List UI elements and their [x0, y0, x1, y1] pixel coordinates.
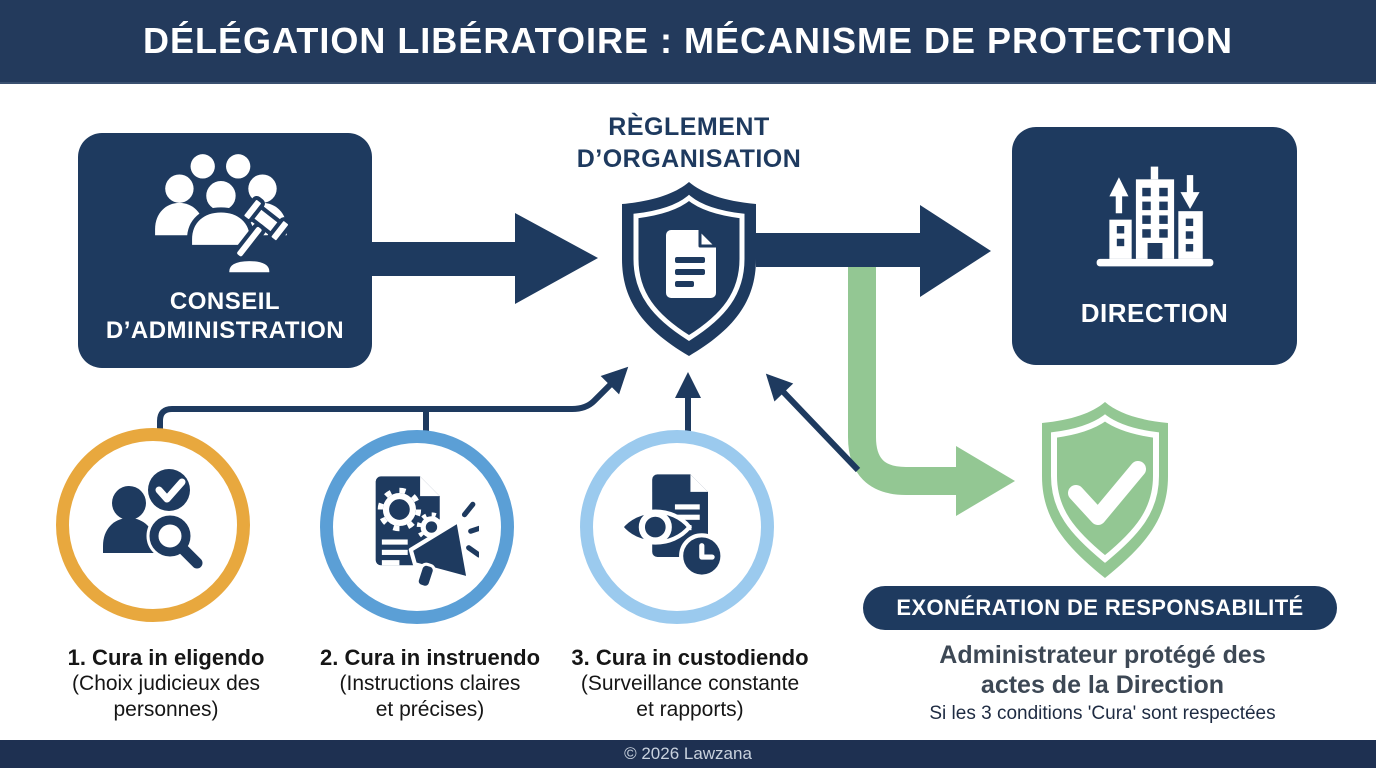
person-check-magnifier-icon: [93, 463, 213, 588]
green-protection-arrow: [848, 266, 1015, 516]
shield-document-icon: [609, 179, 769, 364]
condition-1-label: 1. Cura in eligendo (Choix judicieux des…: [67, 645, 265, 721]
arrow-reglement-to-direction: [756, 205, 991, 297]
people-gavel-icon: [149, 145, 301, 287]
outcome-result-text: Administrateur protégé des actes de la D…: [939, 641, 1266, 699]
footer-bar: © 2026 Lawzana: [0, 740, 1376, 768]
direction-label: DIRECTION: [1080, 298, 1229, 328]
condition-3-circle: [580, 430, 774, 624]
eye-document-clock-icon: [615, 463, 739, 592]
buildings-arrows-icon: [1075, 143, 1235, 291]
reglement-heading: RÈGLEMENT D’ORGANISATION: [576, 113, 802, 173]
connector-outcome-to-shield: [765, 373, 861, 473]
condition-3-label: 3. Cura in custodiendo (Surveillance con…: [571, 645, 809, 721]
green-shield-check-icon: [1030, 398, 1180, 589]
document-gears-megaphone-icon: [355, 463, 486, 592]
conseil-label: CONSEIL D’ADMINISTRATION: [105, 288, 345, 344]
title-banner: DÉLÉGATION LIBÉRATOIRE : MÉCANISME DE PR…: [0, 0, 1376, 84]
exoneration-badge: EXONÉRATION DE RESPONSABILITÉ: [863, 586, 1337, 630]
conseil-administration-node: CONSEIL D’ADMINISTRATION: [78, 133, 372, 368]
page-title: DÉLÉGATION LIBÉRATOIRE : MÉCANISME DE PR…: [142, 20, 1234, 61]
copyright-text: © 2026 Lawzana: [624, 744, 752, 763]
arrow-conseil-to-reglement: [372, 213, 598, 304]
connector-conditions12-to-shield: [157, 366, 629, 446]
outcome-condition-note: Si les 3 conditions 'Cura' sont respecté…: [929, 703, 1276, 724]
condition-2-label: 2. Cura in instruendo (Instructions clai…: [319, 645, 541, 721]
condition-1-circle: [56, 428, 250, 622]
condition-2-circle: [320, 430, 514, 624]
direction-node: DIRECTION: [1012, 127, 1297, 365]
